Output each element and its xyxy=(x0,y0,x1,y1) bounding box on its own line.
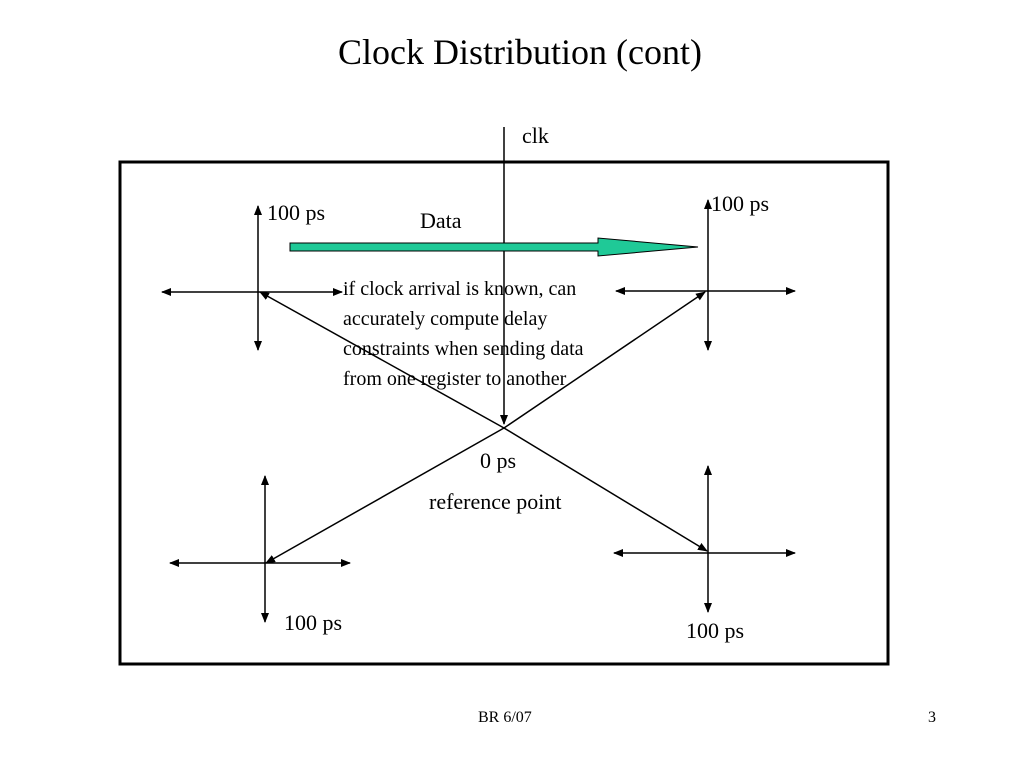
delay-label-bottom-left: 100 ps xyxy=(284,610,343,635)
delay-label-bottom-right: 100 ps xyxy=(686,618,745,643)
register-top-left xyxy=(161,205,343,351)
slide-title: Clock Distribution (cont) xyxy=(338,32,702,72)
note-line: accurately compute delay xyxy=(343,308,548,330)
register-top-right xyxy=(615,199,796,351)
explanation-note: if clock arrival is known, can accuratel… xyxy=(343,274,584,394)
note-line: constraints when sending data xyxy=(343,338,584,360)
branch-to-bottom-right xyxy=(503,427,708,552)
reference-point-caption: reference point xyxy=(429,489,562,514)
branch-to-top-right xyxy=(503,291,706,429)
delay-label-top-left: 100 ps xyxy=(267,200,326,225)
branch-to-bottom-left xyxy=(265,427,505,564)
data-arrow xyxy=(289,237,699,257)
note-line: from one register to another xyxy=(343,368,567,390)
delay-label-top-right: 100 ps xyxy=(711,191,770,216)
branch-to-top-left xyxy=(259,291,505,429)
register-bottom-left xyxy=(169,475,351,623)
page-number: 3 xyxy=(928,709,936,726)
footer-text: BR 6/07 xyxy=(478,709,532,726)
data-label: Data xyxy=(420,208,462,233)
reference-delay-label: 0 ps xyxy=(480,448,517,473)
register-bottom-right xyxy=(613,465,796,613)
clock-label: clk xyxy=(522,123,549,148)
note-line: if clock arrival is known, can xyxy=(343,278,577,300)
